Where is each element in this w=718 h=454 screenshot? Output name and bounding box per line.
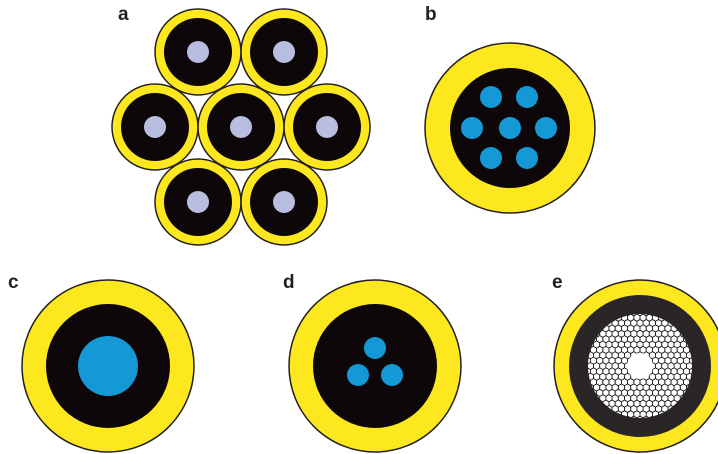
fiber-core [144,116,166,138]
panel-label-b: b [425,4,437,25]
fiber-core [381,364,403,386]
fiber-core [347,364,369,386]
bundle-fiber [154,158,242,246]
fiber-core [480,86,502,108]
bundle-fiber [154,8,242,96]
air-hole [689,378,692,387]
panel-label-c: c [8,272,19,293]
fiber-core [364,337,386,359]
bundle-fiber [197,83,285,171]
bundle-fiber [240,158,328,246]
bundle-fiber [111,83,199,171]
fiber-core [627,353,653,379]
fiber-core [230,116,252,138]
fiber-core [461,117,483,139]
fiber-core [273,41,295,63]
panel-a-fiber-bundle [111,8,371,246]
fiber-core [78,336,138,396]
fiber-core [273,191,295,213]
panel-d-three-core-fiber [288,279,462,453]
core-group [461,86,557,169]
fiber-core [516,86,538,108]
panel-b-multicore-fiber [424,42,596,214]
bundle-fiber [240,8,328,96]
fiber-core [516,147,538,169]
panel-c-single-core-fiber [21,279,195,453]
fiber-core [316,116,338,138]
panel-e-photonic-crystal-fiber [553,279,718,453]
fiber-cladding [313,304,437,428]
fiber-core [499,117,521,139]
panel-label-e: e [552,272,563,293]
fiber-core [187,41,209,63]
air-hole [689,356,692,365]
air-hole [689,367,692,376]
panel-label-d: d [283,272,295,293]
fiber-core [480,147,502,169]
fiber-core [535,117,557,139]
panel-label-a: a [118,4,129,25]
bundle-fiber [283,83,371,171]
air-hole-lattice [588,314,692,418]
fiber-core [187,191,209,213]
